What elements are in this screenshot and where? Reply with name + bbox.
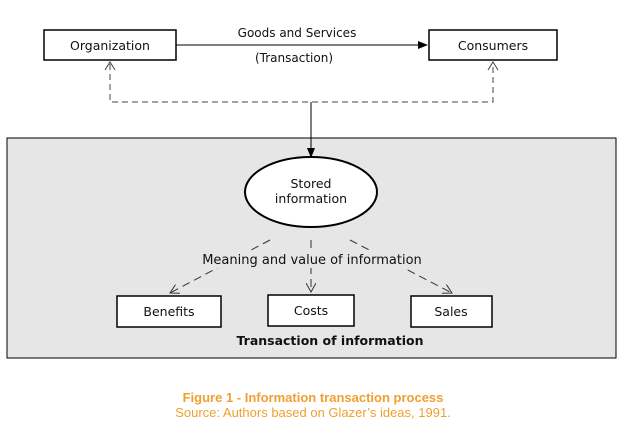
transaction-label: (Transaction) (255, 51, 333, 65)
organization-dashed-arrowhead (104, 61, 116, 71)
benefits-label: Benefits (143, 304, 194, 319)
sales-label: Sales (434, 304, 467, 319)
benefits-box (116, 295, 222, 328)
stored-information-line2: information (275, 191, 347, 206)
costs-label: Costs (294, 303, 328, 318)
organization-box (43, 29, 177, 61)
meaning-label: Meaning and value of information (202, 253, 422, 268)
goods-label: Goods and Services (238, 26, 357, 40)
dashed-loop (109, 64, 494, 103)
consumers-dashed-arrowhead (487, 61, 499, 71)
sales-box (410, 295, 493, 328)
meaning-label-bg (188, 251, 436, 268)
figure-caption-title: Figure 1 - Information transaction proce… (182, 390, 444, 405)
panel-label: Transaction of information (237, 333, 424, 348)
consumers-box (428, 29, 558, 61)
organization-label: Organization (70, 38, 150, 53)
consumers-label: Consumers (458, 38, 528, 53)
figure-caption-source: Source: Authors based on Glazer’s ideas,… (175, 405, 451, 420)
diagram: Organization Consumers Goods and Service… (6, 26, 617, 359)
costs-box (267, 294, 355, 327)
stored-information-line1: Stored (291, 176, 332, 191)
stored-information-node (244, 156, 378, 228)
